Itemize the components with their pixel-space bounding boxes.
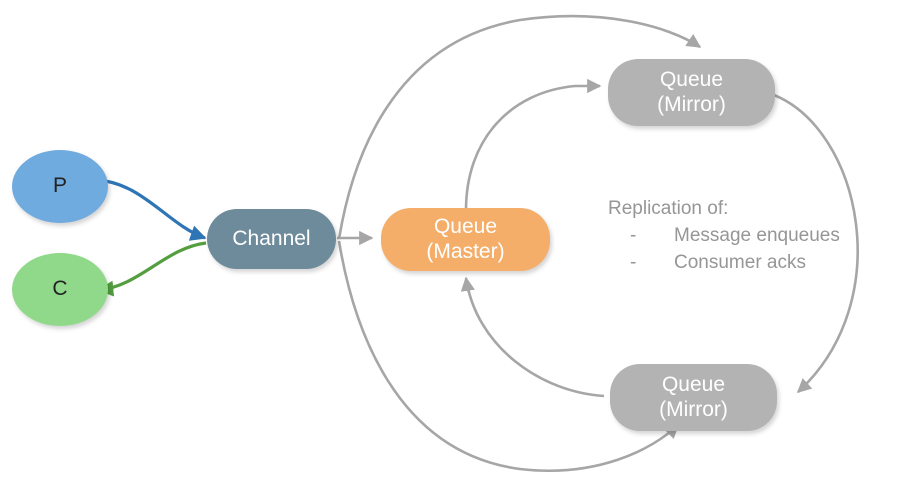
channel-node[interactable]: Channel (207, 209, 336, 269)
queue-master-label: Queue (Master) (426, 214, 505, 263)
edge-channel-to-mirror-bottom (337, 240, 680, 473)
channel-label: Channel (232, 226, 311, 250)
queue-mirror-bottom-node[interactable]: Queue (Mirror) (610, 364, 777, 431)
edge-channel-to-mirror-top (337, 14, 702, 240)
producer-label: P (52, 174, 67, 198)
edge-mirror-bottom-to-queue-master (460, 276, 605, 398)
consumer-label: C (52, 277, 68, 301)
queue-mirror-bottom-label: Queue (Mirror) (659, 372, 728, 421)
replication-note-item-2-text: Consumer acks (674, 251, 806, 273)
replication-note-item-1-text: Message enqueues (674, 224, 840, 246)
edge-channel-to-consumer (97, 241, 207, 297)
producer-node[interactable]: P (12, 150, 108, 223)
replication-note: Replication of: - Message enqueues - Consu… (608, 196, 840, 277)
edge-producer-to-channel (95, 178, 207, 241)
replication-note-item-1: - Message enqueues (608, 223, 840, 250)
edge-queue-master-to-mirror-top (464, 78, 602, 211)
queue-mirror-top-node[interactable]: Queue (Mirror) (608, 59, 775, 126)
queue-master-node[interactable]: Queue (Master) (381, 208, 550, 271)
bullet-dash-icon: - (630, 224, 637, 246)
bullet-dash-icon: - (630, 251, 637, 273)
queue-mirror-top-label: Queue (Mirror) (657, 67, 726, 116)
edge-mirror-top-to-mirror-bottom (773, 93, 859, 393)
replication-note-title: Replication of: (608, 198, 729, 219)
replication-note-item-2: - Consumer acks (608, 250, 840, 277)
consumer-node[interactable]: C (12, 253, 108, 326)
